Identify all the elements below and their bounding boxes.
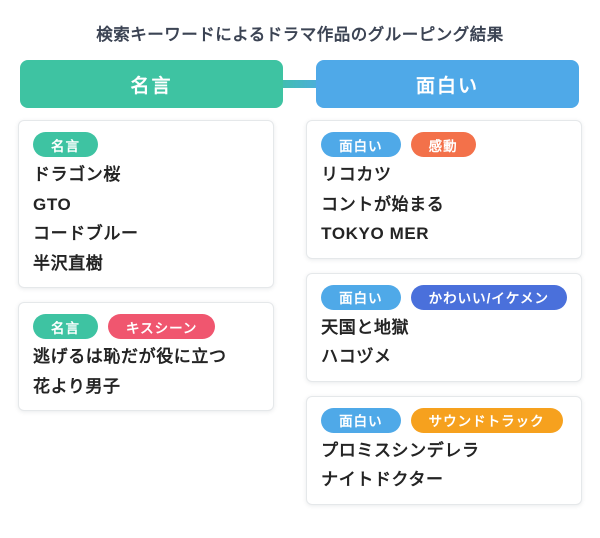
keyword-tag-omoshiroi[interactable]: 面白い: [321, 284, 401, 310]
drama-group-card: 面白い 感動 リコカツ コントが始まる TOKYO MER: [306, 120, 582, 259]
keyword-tag-kiss-scene[interactable]: キスシーン: [108, 314, 216, 339]
drama-title: コードブルー: [33, 224, 139, 243]
keyword-tag-omoshiroi[interactable]: 面白い: [321, 132, 401, 157]
page-title: 検索キーワードによるドラマ作品のグルーピング結果: [96, 26, 504, 44]
group-columns: 名言 ドラゴン桜 GTO コードブルー 半沢直樹 名言 キスシーン 逃げるは恥だ…: [18, 120, 582, 519]
group-connector-line: [269, 80, 330, 88]
drama-group-card: 名言 キスシーン 逃げるは恥だが役に立つ 花より男子: [18, 302, 275, 411]
drama-title: 半沢直樹: [33, 253, 104, 273]
tag-row: 面白い 感動: [321, 132, 567, 157]
group-header-omoshiroi[interactable]: 面白い: [316, 60, 579, 108]
drama-title: リコカツ: [321, 165, 392, 184]
tag-row: 名言 キスシーン: [33, 314, 259, 339]
drama-group-card: 面白い サウンドトラック プロミスシンデレラ ナイトドクター: [306, 395, 582, 505]
keyword-tag-soundtrack[interactable]: サウンドトラック: [410, 407, 563, 433]
tag-row: 面白い かわいい/イケメン: [321, 284, 567, 310]
drama-title: ハコヅメ: [321, 347, 392, 366]
drama-list: ドラゴン桜 GTO コードブルー 半沢直樹: [33, 160, 259, 278]
column-meigen: 名言 ドラゴン桜 GTO コードブルー 半沢直樹 名言 キスシーン 逃げるは恥だ…: [18, 120, 275, 425]
group-headers-row: 名言 面白い: [20, 60, 579, 108]
drama-group-card: 面白い かわいい/イケメン 天国と地獄 ハコヅメ: [306, 272, 582, 382]
tag-row: 面白い サウンドトラック: [321, 407, 567, 433]
drama-title: 花より男子: [33, 376, 121, 396]
drama-title: 逃げるは恥だが役に立つ: [33, 347, 227, 366]
keyword-tag-kandou[interactable]: 感動: [410, 132, 476, 157]
drama-list: 天国と地獄 ハコヅメ: [321, 313, 567, 372]
tag-row: 名言: [33, 132, 259, 157]
drama-list: リコカツ コントが始まる TOKYO MER: [321, 160, 567, 249]
drama-title: ドラゴン桜: [33, 165, 121, 184]
drama-group-card: 名言 ドラゴン桜 GTO コードブルー 半沢直樹: [18, 120, 275, 288]
drama-title: プロミスシンデレラ: [321, 440, 480, 460]
grouping-result-page: 検索キーワードによるドラマ作品のグルーピング結果 名言 面白い 名言 ドラゴン桜…: [0, 21, 600, 519]
keyword-tag-meigen[interactable]: 名言: [33, 132, 98, 157]
keyword-tag-omoshiroi[interactable]: 面白い: [321, 407, 401, 433]
column-omoshiroi: 面白い 感動 リコカツ コントが始まる TOKYO MER 面白い かわいい/イ…: [306, 120, 582, 519]
drama-title: コントが始まる: [321, 194, 445, 214]
drama-title: GTO: [33, 194, 72, 214]
drama-title: TOKYO MER: [321, 224, 430, 243]
keyword-tag-kawaii-ikemen[interactable]: かわいい/イケメン: [410, 284, 567, 310]
drama-title: 天国と地獄: [321, 317, 410, 337]
drama-title: ナイトドクター: [321, 470, 444, 489]
drama-list: プロミスシンデレラ ナイトドクター: [321, 436, 567, 495]
keyword-tag-meigen[interactable]: 名言: [33, 314, 98, 339]
drama-list: 逃げるは恥だが役に立つ 花より男子: [33, 342, 259, 401]
group-header-meigen[interactable]: 名言: [20, 60, 283, 108]
